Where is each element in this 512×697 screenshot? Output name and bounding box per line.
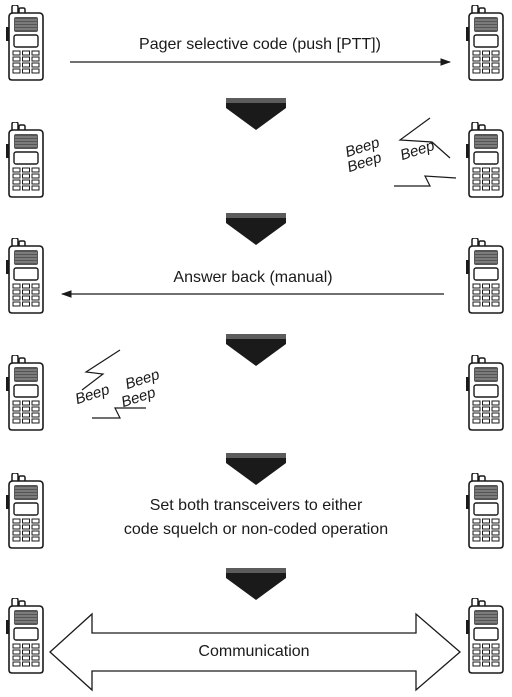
communication-double-arrow [49, 612, 461, 692]
step5-label-line2: code squelch or non-coded operation [123, 521, 389, 538]
radio-transceiver-icon [6, 473, 44, 549]
radio-transceiver-icon [466, 122, 504, 198]
radio-transceiver-icon [6, 238, 44, 314]
down-arrow-icon [226, 568, 286, 600]
step3-label: Answer back (manual) [173, 269, 333, 286]
step5-label-line1: Set both transceivers to either [149, 497, 363, 514]
radio-transceiver-icon [466, 238, 504, 314]
down-arrow-icon [226, 98, 286, 130]
radio-transceiver-icon [6, 598, 44, 674]
radio-transceiver-icon [466, 5, 504, 81]
down-arrow-icon [226, 453, 286, 485]
radio-transceiver-icon [6, 5, 44, 81]
radio-transceiver-icon [466, 355, 504, 431]
step1-label: Pager selective code (push [PTT]) [139, 36, 381, 53]
down-arrow-icon [226, 334, 286, 366]
radio-transceiver-icon [6, 122, 44, 198]
radio-transceiver-icon [6, 355, 44, 431]
lightning-bolt-icon [398, 117, 451, 159]
lightning-bolt-icon [394, 175, 457, 187]
radio-transceiver-icon [466, 473, 504, 549]
down-arrow-icon [226, 213, 286, 245]
radio-transceiver-icon [466, 598, 504, 674]
communication-label: Communication [198, 643, 310, 660]
lightning-bolt-icon [81, 349, 121, 391]
lightning-bolt-icon [92, 407, 146, 419]
